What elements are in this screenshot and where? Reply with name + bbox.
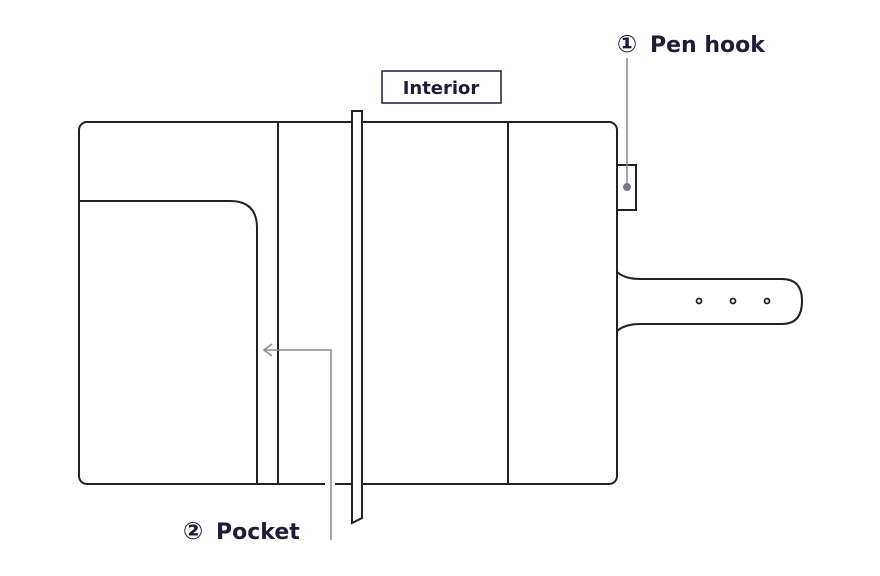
closure-strap	[616, 271, 804, 332]
interior-label-box	[381, 70, 502, 104]
interior-label: Interior	[403, 78, 480, 99]
pen-hook-leader-dot	[623, 183, 631, 191]
pocket-number: ②	[183, 517, 203, 545]
pen-hook-label: Pen hook	[650, 33, 766, 58]
strap-hole	[763, 297, 771, 305]
pen-hook-number: ①	[617, 30, 637, 58]
cover-outline	[78, 121, 618, 485]
pocket-label: Pocket	[216, 520, 300, 545]
pocket-leader	[262, 343, 332, 540]
pocket	[79, 200, 258, 484]
strap-hole	[729, 297, 737, 305]
strap-hole	[695, 297, 703, 305]
bookmark-ribbon	[351, 110, 363, 525]
